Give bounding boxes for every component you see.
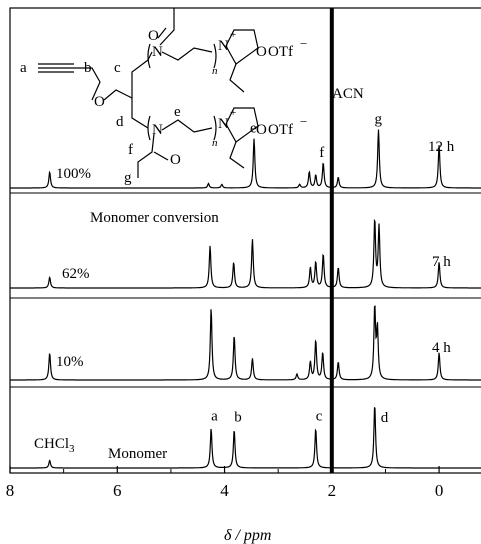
lower-arm-chain bbox=[131, 98, 149, 129]
spectrum-trace-2 bbox=[10, 305, 481, 381]
structure-label-a: a bbox=[20, 60, 27, 76]
chemical-structure bbox=[38, 8, 259, 178]
upper-acyl-chain bbox=[159, 8, 175, 46]
x-tick-label: 4 bbox=[220, 481, 229, 500]
plot-frame bbox=[9, 7, 481, 474]
lower-ring-o: O bbox=[256, 122, 267, 138]
lower-acyl-chain bbox=[137, 133, 155, 178]
x-axis: 8 6 4 2 0 bbox=[6, 466, 444, 500]
peak-label-g: g bbox=[375, 112, 383, 128]
lower-otf: OTf bbox=[268, 122, 293, 138]
upper-ring bbox=[225, 29, 259, 65]
x-tick-label: 6 bbox=[113, 481, 122, 500]
upper-arm-chain bbox=[131, 59, 149, 98]
conversion-label-10: 10% bbox=[56, 354, 84, 370]
peak-label-c: c bbox=[316, 408, 323, 424]
upper-bracket-left bbox=[147, 43, 151, 69]
spectrum-trace-1 bbox=[10, 218, 481, 289]
lower-minus: − bbox=[300, 114, 307, 129]
structure-label-g: g bbox=[124, 170, 132, 186]
lower-ring bbox=[225, 107, 259, 143]
upper-amide-n: N bbox=[152, 44, 163, 60]
structure-label-e: e bbox=[174, 104, 181, 120]
ether-link bbox=[103, 89, 133, 101]
upper-bracket-right bbox=[213, 43, 217, 69]
lower-repeat-n: n bbox=[212, 137, 218, 149]
time-label-7h: 7 h bbox=[432, 254, 451, 270]
lower-ethylene bbox=[161, 119, 213, 133]
lower-carbonyl-o: O bbox=[170, 152, 181, 168]
spectrum-trace-0 bbox=[10, 129, 481, 189]
chcl3-label: CHCl3 bbox=[34, 436, 75, 455]
x-tick-label: 2 bbox=[328, 481, 337, 500]
propargyl-chain bbox=[74, 67, 101, 101]
upper-carbonyl-bond bbox=[157, 27, 167, 39]
structure-labels: a b c d e f g O N O n N + O OTf − N O n … bbox=[20, 28, 307, 186]
x-tick-label: 0 bbox=[435, 481, 444, 500]
solvent-label: ACN bbox=[332, 86, 364, 102]
ether-oxygen: O bbox=[94, 94, 105, 110]
conversion-label-100: 100% bbox=[56, 166, 91, 182]
peak-label-a: a bbox=[211, 408, 218, 424]
lower-bracket-right bbox=[213, 115, 217, 141]
lower-amide-n: N bbox=[152, 122, 163, 138]
peak-label-b: b bbox=[234, 410, 242, 426]
structure-label-d: d bbox=[116, 114, 124, 130]
lower-bracket-left bbox=[147, 115, 151, 141]
spectrum-trace-3 bbox=[10, 407, 481, 469]
upper-minus: − bbox=[300, 36, 307, 51]
upper-otf: OTf bbox=[268, 44, 293, 60]
structure-label-b: b bbox=[84, 60, 92, 76]
monomer-conversion-label: Monomer conversion bbox=[90, 210, 219, 226]
upper-ring-o: O bbox=[256, 44, 267, 60]
time-label-12h: 12 h bbox=[428, 139, 455, 155]
lower-ethyl bbox=[229, 141, 245, 169]
lower-carbonyl-bond bbox=[153, 151, 169, 161]
upper-plus: + bbox=[230, 29, 236, 41]
conversion-label-62: 62% bbox=[62, 266, 90, 282]
x-tick-label: 8 bbox=[6, 481, 15, 500]
x-axis-label: δ / ppm bbox=[224, 527, 271, 544]
lower-ring-n: N bbox=[218, 116, 229, 132]
upper-carbonyl-o: O bbox=[148, 28, 159, 44]
peak-label-d: d bbox=[381, 410, 389, 426]
upper-ring-n: N bbox=[218, 38, 229, 54]
upper-ethyl bbox=[229, 63, 245, 93]
upper-repeat-n: n bbox=[212, 65, 218, 77]
peak-label-e: e bbox=[250, 121, 257, 137]
peak-label-f: f bbox=[319, 145, 324, 161]
monomer-label: Monomer bbox=[108, 446, 167, 462]
spectra-traces bbox=[10, 129, 481, 469]
structure-label-f: f bbox=[128, 142, 133, 158]
structure-label-c: c bbox=[114, 60, 121, 76]
upper-ethylene bbox=[161, 47, 213, 61]
lower-plus: + bbox=[230, 107, 236, 119]
time-label-4h: 4 h bbox=[432, 340, 451, 356]
